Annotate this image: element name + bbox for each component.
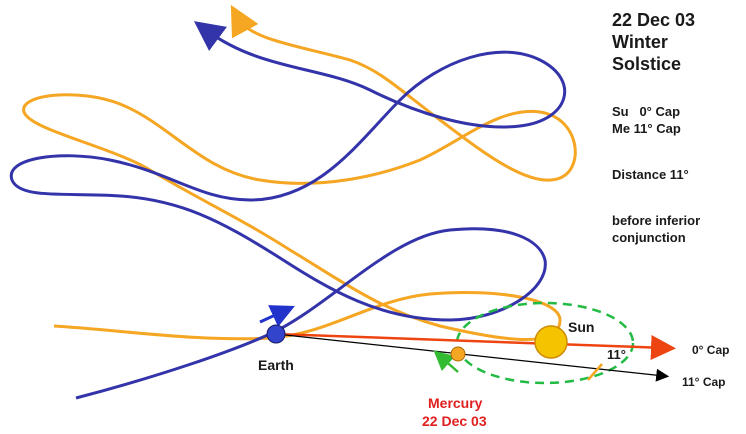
mercury-position-text: Me 11° Cap <box>612 121 681 136</box>
orbit-tick-mark <box>587 363 603 381</box>
season-line-1: Winter <box>612 32 668 52</box>
season-line-2: Solstice <box>612 54 682 74</box>
mercury-body <box>450 346 466 362</box>
earth-label: Earth <box>258 357 294 373</box>
earth-path <box>9 21 567 400</box>
mercury-direction-line <box>275 333 670 382</box>
line-label-11-cap: 11° Cap <box>682 375 726 389</box>
distance-text: Distance 11° <box>612 167 689 182</box>
mercury-date-label: 22 Dec 03 <box>422 413 487 429</box>
sun-body <box>534 325 568 359</box>
note-line-1: before inferior <box>612 213 701 228</box>
mercury-name-label: Mercury <box>428 395 483 411</box>
earth-body <box>266 324 286 344</box>
sun-label: Sun <box>568 319 594 335</box>
mercury-path <box>22 4 577 342</box>
line-label-0-cap: 0° Cap <box>692 343 729 357</box>
mercury-motion-arrow <box>433 350 459 373</box>
note-line-2: conjunction <box>612 230 686 245</box>
sun-position-text: Su 0° Cap <box>612 104 681 119</box>
mercury-orbit <box>455 301 635 385</box>
sun-direction-line <box>275 332 676 360</box>
earth-motion-arrow <box>259 305 295 327</box>
date-heading: 22 Dec 03 <box>612 10 696 30</box>
angle-label: 11° <box>607 347 626 362</box>
